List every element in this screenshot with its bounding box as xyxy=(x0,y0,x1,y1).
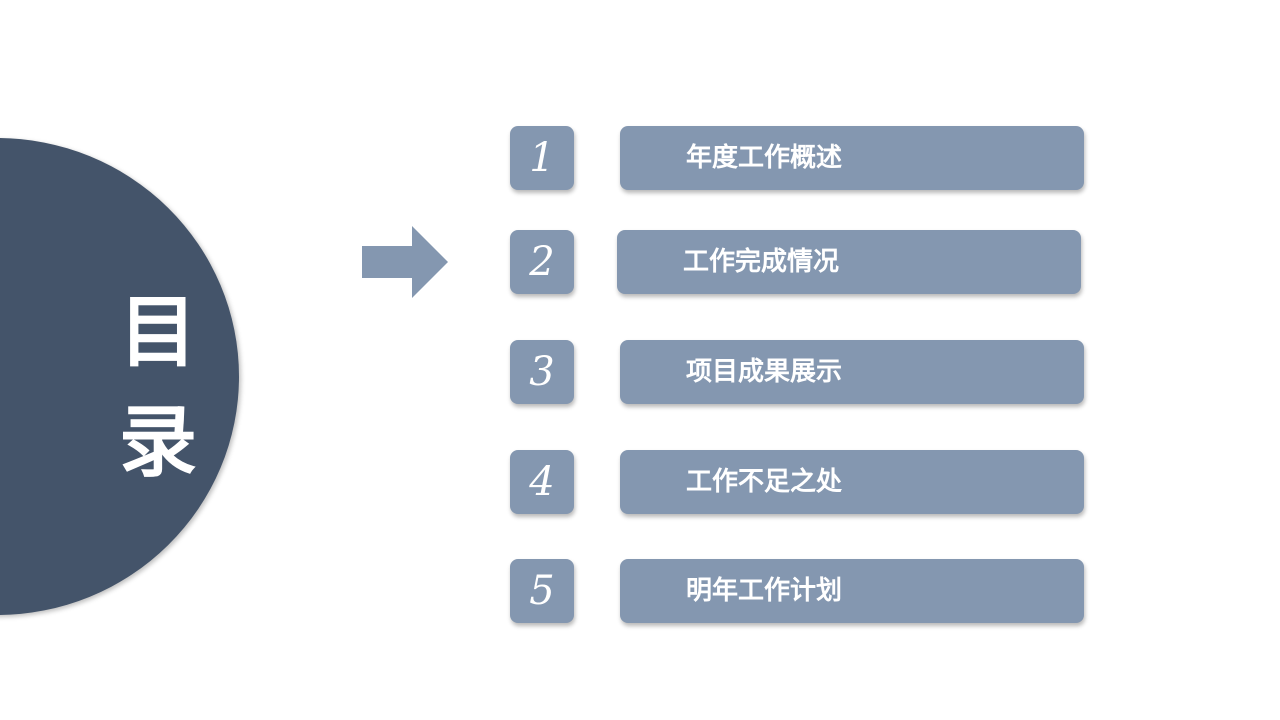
toc-item-4-number: 4 xyxy=(510,450,574,514)
right-arrow-icon xyxy=(362,226,448,298)
toc-item-5-label[interactable]: 明年工作计划 xyxy=(620,559,1084,623)
toc-item-2-number: 2 xyxy=(510,230,574,294)
toc-item-2-label[interactable]: 工作完成情况 xyxy=(617,230,1081,294)
toc-item-1-number: 1 xyxy=(510,126,574,190)
page-title: 目 录 xyxy=(118,288,197,488)
toc-item-3-label[interactable]: 项目成果展示 xyxy=(620,340,1084,404)
toc-item-5-number: 5 xyxy=(510,559,574,623)
toc-item-4-label[interactable]: 工作不足之处 xyxy=(620,450,1084,514)
toc-item-1-label[interactable]: 年度工作概述 xyxy=(620,126,1084,190)
toc-item-3-number: 3 xyxy=(510,340,574,404)
